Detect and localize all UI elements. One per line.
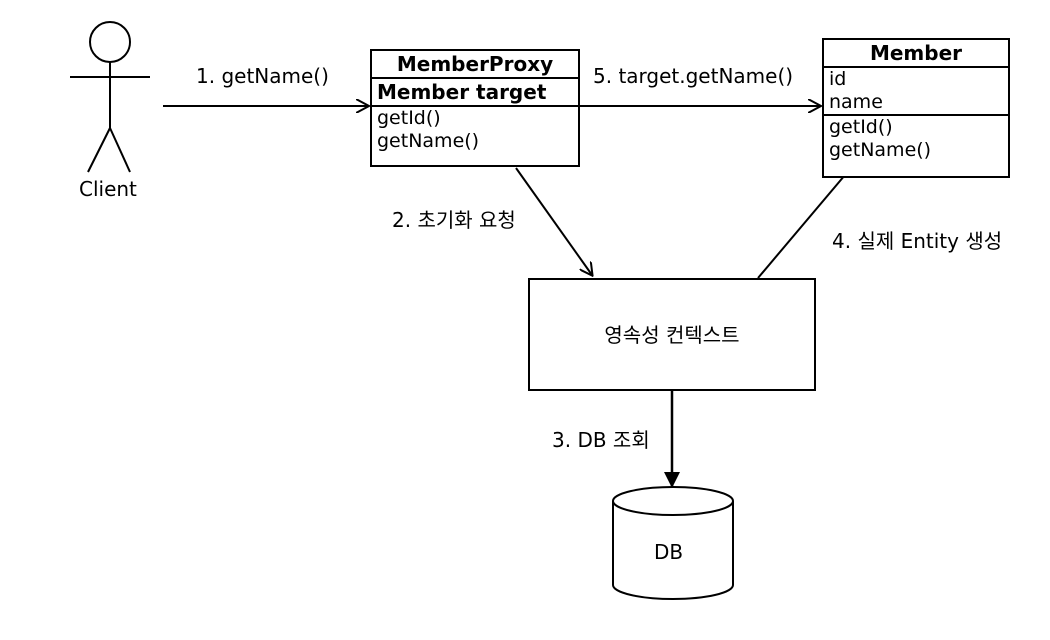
member-class: Member id name getId() getName() (822, 38, 1010, 178)
persistence-context-box: 영속성 컨텍스트 (528, 278, 816, 391)
member-proxy-method: getId() (377, 107, 441, 129)
persistence-context-label: 영속성 컨텍스트 (604, 323, 740, 347)
database-label: DB (654, 540, 684, 564)
step5-label: 5. target.getName() (593, 64, 794, 88)
member-proxy-methods: getId() getName() (372, 107, 578, 153)
member-proxy-field: Member target (372, 79, 578, 107)
arrow-init-request (515, 167, 592, 275)
client-actor-icon (70, 21, 150, 173)
member-proxy-title: MemberProxy (372, 51, 578, 79)
step3-label: 3. DB 조회 (552, 428, 650, 452)
member-class-title: Member (824, 40, 1008, 68)
member-field: id (829, 68, 847, 90)
database-cylinder-icon (612, 486, 734, 600)
arrow-create-entity (757, 162, 856, 279)
step2-label: 2. 초기화 요청 (392, 208, 516, 232)
member-class-fields: id name (824, 68, 1008, 116)
client-label: Client (79, 177, 137, 201)
step4-label: 4. 실제 Entity 생성 (832, 229, 1003, 253)
member-class-methods: getId() getName() (824, 116, 1008, 162)
member-field: name (829, 91, 883, 113)
member-method: getId() (829, 116, 893, 138)
member-method: getName() (829, 139, 932, 161)
step1-label: 1. getName() (196, 64, 329, 88)
member-proxy-class: MemberProxy Member target getId() getNam… (370, 49, 580, 167)
member-proxy-method: getName() (377, 130, 480, 152)
